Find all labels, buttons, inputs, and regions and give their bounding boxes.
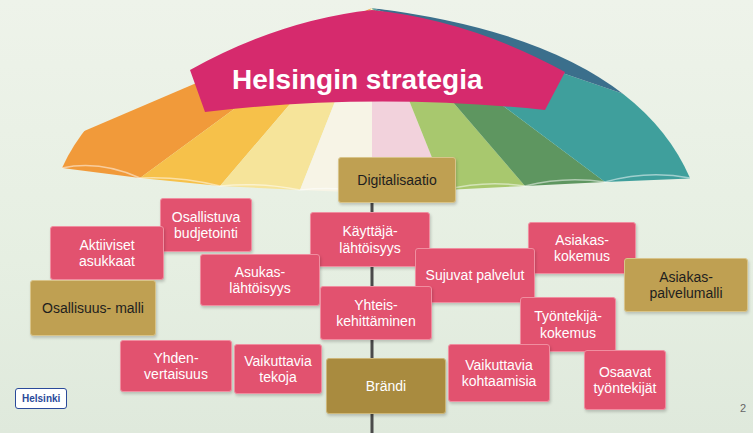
box-label: Digitalisaatio xyxy=(357,172,436,188)
strategy-box: Asiakas- palvelumalli xyxy=(624,258,748,312)
box-label: Osallistuva budjetointi xyxy=(167,209,245,241)
box-label: Asiakas- palvelumalli xyxy=(631,269,741,301)
strategy-box: Asiakas- kokemus xyxy=(528,222,636,274)
box-label: Asukas- lähtöisyys xyxy=(207,264,313,296)
strategy-box: Vaikuttavia tekoja xyxy=(234,344,322,394)
page-number: 2 xyxy=(740,402,746,414)
box-label: Vaikuttavia kohtaamisia xyxy=(455,357,543,389)
box-label: Brändi xyxy=(366,378,406,394)
strategy-box: Yhteis- kehittäminen xyxy=(320,286,432,340)
strategy-box: Digitalisaatio xyxy=(338,157,456,203)
box-label: Osaavat työntekijät xyxy=(591,364,659,396)
box-label: Työntekijä- kokemus xyxy=(527,308,609,340)
box-label: Vaikuttavia tekoja xyxy=(241,353,315,385)
box-label: Aktiiviset asukkaat xyxy=(57,237,157,269)
logo-label: Helsinki xyxy=(15,388,67,409)
strategy-box: Osallistuva budjetointi xyxy=(160,198,252,252)
box-label: Yhteis- kehittäminen xyxy=(327,297,425,329)
strategy-box: Asukas- lähtöisyys xyxy=(200,254,320,306)
box-label: Sujuvat palvelut xyxy=(426,267,525,283)
strategy-box: Vaikuttavia kohtaamisia xyxy=(448,344,550,402)
strategy-box: Osaavat työntekijät xyxy=(584,350,666,410)
strategy-box: Osallisuus- malli xyxy=(30,280,156,336)
box-label: Osallisuus- malli xyxy=(42,300,144,316)
strategy-box: Käyttäjä- lähtöisyys xyxy=(310,212,430,267)
strategy-box: Aktiiviset asukkaat xyxy=(50,226,164,280)
box-label: Käyttäjä- lähtöisyys xyxy=(317,223,423,255)
strategy-box: Sujuvat palvelut xyxy=(415,248,535,303)
box-label: Yhden- vertaisuus xyxy=(127,350,225,382)
canopy-front-panel xyxy=(190,10,565,112)
strategy-box: Brändi xyxy=(326,358,446,414)
strategy-box: Yhden- vertaisuus xyxy=(120,340,232,392)
box-label: Asiakas- kokemus xyxy=(535,232,629,264)
slide-title: Helsingin strategia xyxy=(232,64,483,96)
